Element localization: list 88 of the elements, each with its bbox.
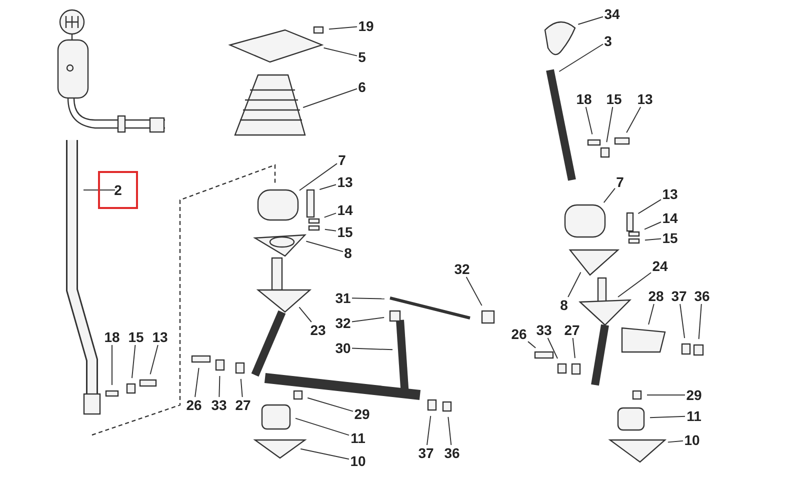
leader-line — [680, 304, 686, 339]
leader-line — [572, 338, 576, 359]
leader-line — [352, 316, 385, 322]
callout-number: 33 — [535, 322, 553, 338]
leader-line — [638, 199, 662, 214]
leader-line — [578, 16, 604, 25]
callout-number: 8 — [559, 297, 569, 313]
leader-line — [618, 272, 652, 298]
leader-line — [528, 341, 536, 348]
callout-number: 18 — [575, 91, 593, 107]
callout-number: 29 — [685, 387, 703, 403]
leader-line — [568, 272, 582, 298]
leader-line — [194, 367, 200, 398]
leader-line — [352, 348, 393, 350]
leader-line — [299, 163, 338, 191]
callout-number: 2 — [98, 171, 138, 209]
leader-line — [328, 26, 358, 30]
callout-number: 31 — [334, 290, 352, 306]
callout-number: 29 — [353, 406, 371, 422]
leader-line — [698, 304, 702, 340]
callout-number: 37 — [417, 445, 435, 461]
callout-number: 7 — [337, 152, 347, 168]
callout-number: 34 — [603, 6, 621, 22]
callout-number: 15 — [661, 230, 679, 246]
callout-number: 28 — [647, 288, 665, 304]
leader-line — [302, 88, 358, 108]
callout-number: 15 — [605, 91, 623, 107]
callout-number: 15 — [127, 329, 145, 345]
leader-line — [131, 344, 136, 379]
callout-number: 15 — [336, 224, 354, 240]
callout-number: 30 — [334, 340, 352, 356]
leader-line — [300, 448, 350, 460]
callout-number: 13 — [661, 186, 679, 202]
callout-number: 13 — [336, 174, 354, 190]
callout-number: 13 — [636, 91, 654, 107]
callout-number: 14 — [661, 210, 679, 226]
leader-line — [644, 222, 662, 230]
callout-number: 8 — [343, 245, 353, 261]
callout-number: 13 — [151, 329, 169, 345]
leader-line — [603, 188, 616, 204]
leader-line — [648, 304, 654, 325]
callout-number: 32 — [334, 315, 352, 331]
leader-line — [547, 338, 558, 359]
leader-line — [426, 415, 432, 446]
callout-number: 37 — [670, 288, 688, 304]
callout-number: 7 — [615, 174, 625, 190]
callout-number: 27 — [563, 322, 581, 338]
callout-number: 11 — [685, 408, 703, 424]
callout-number: 10 — [349, 453, 367, 469]
leader-line — [306, 240, 344, 252]
leader-line — [150, 344, 158, 375]
leader-line — [466, 276, 482, 306]
leader-line — [323, 47, 358, 56]
callout-number: 26 — [510, 326, 528, 342]
callout-number: 18 — [103, 329, 121, 345]
callout-number: 11 — [349, 430, 367, 446]
leader-line — [218, 376, 220, 398]
leader-line — [319, 184, 336, 190]
callout-number: 6 — [357, 79, 367, 95]
callout-number: 23 — [309, 322, 327, 338]
callout-number: 19 — [357, 18, 375, 34]
callout-number: 24 — [651, 258, 669, 274]
leader-line — [298, 306, 312, 322]
leader-line — [626, 106, 642, 134]
callout-number: 5 — [357, 49, 367, 65]
callout-number: 32 — [453, 261, 471, 277]
leader-line — [646, 394, 686, 396]
leader-line — [307, 397, 354, 412]
leader-line — [295, 418, 350, 436]
callout-number: 33 — [210, 397, 228, 413]
leader-line — [585, 106, 593, 135]
leader-line — [606, 106, 614, 143]
leader-line — [644, 238, 662, 241]
leader-line — [448, 416, 452, 446]
callout-number: 26 — [185, 397, 203, 413]
callout-number: 36 — [693, 288, 711, 304]
callout-number: 3 — [603, 33, 613, 49]
leader-line — [324, 212, 336, 218]
callout-number: 10 — [683, 432, 701, 448]
leader-line — [667, 440, 684, 443]
leader-line — [352, 298, 385, 300]
leader-line — [240, 378, 243, 398]
callout-number: 36 — [443, 445, 461, 461]
leader-line — [324, 228, 336, 232]
leader-line — [650, 416, 686, 418]
leader-line — [558, 44, 604, 72]
callout-number: 27 — [234, 397, 252, 413]
callout-number: 14 — [336, 202, 354, 218]
